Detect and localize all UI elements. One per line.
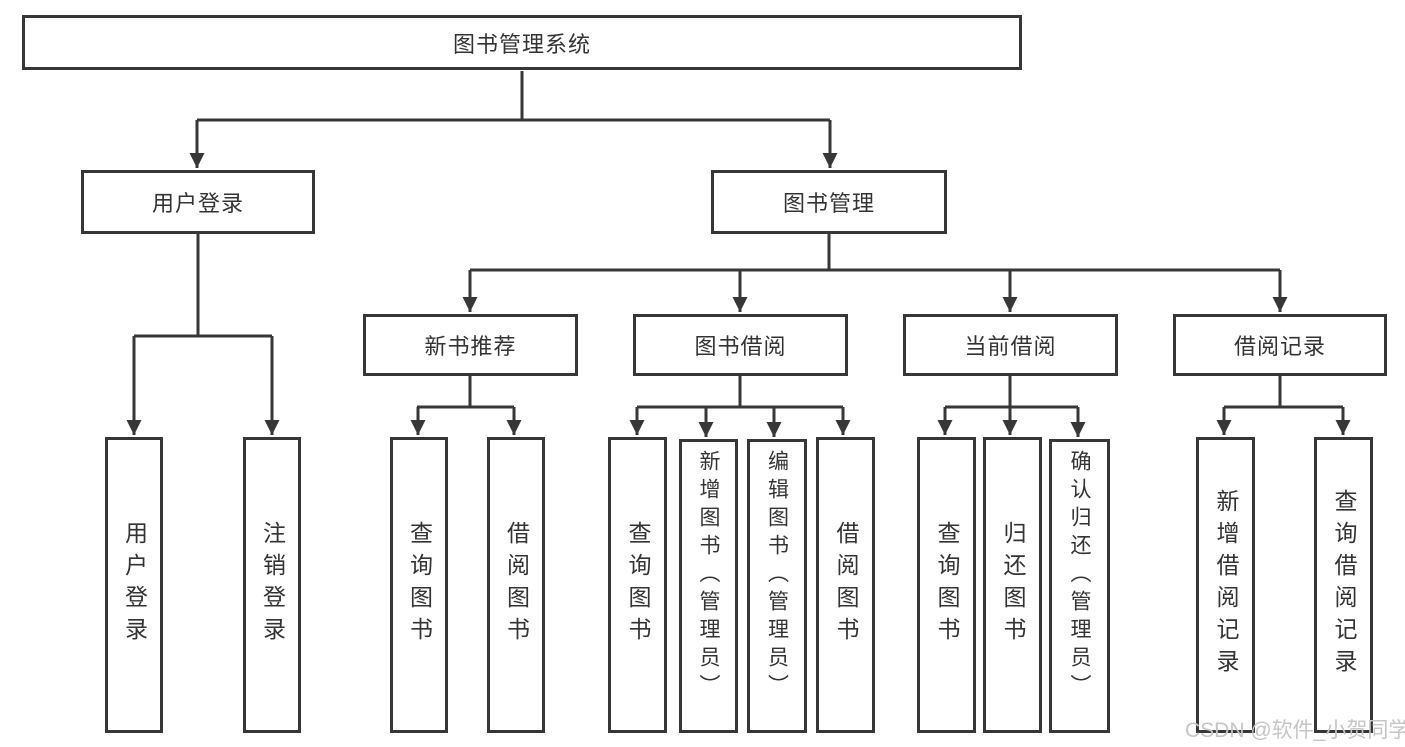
node-label: 图书借阅 <box>694 334 787 359</box>
node-label: 新增图书（管理员） <box>697 450 720 702</box>
node-label: 借阅图书 <box>503 521 530 649</box>
leaf-nbr-query-books: 查询图书 <box>390 437 448 733</box>
node-label: 查询图书 <box>406 521 433 649</box>
node-label: 新书推荐 <box>424 334 517 359</box>
leaf-logout: 注销登录 <box>243 437 301 733</box>
node-user-login: 用户登录 <box>81 170 315 234</box>
node-current-borrowing: 当前借阅 <box>903 314 1118 376</box>
node-label: 查询图书 <box>625 521 651 649</box>
leaf-cb-return-books: 归还图书 <box>983 437 1042 733</box>
node-label: 借阅图书 <box>833 521 859 649</box>
node-label: 新增借阅记录 <box>1213 489 1239 681</box>
leaf-nbr-borrow-books: 借阅图书 <box>487 437 545 733</box>
node-label: 用户登录 <box>121 521 148 649</box>
node-label: 确认归还（管理员） <box>1068 450 1091 702</box>
leaf-br-add-record: 新增借阅记录 <box>1196 437 1255 733</box>
csdn-watermark: CSDN @软件_小贺同学 <box>1185 719 1405 742</box>
leaf-bb-query-books: 查询图书 <box>608 437 667 733</box>
leaf-cb-query-books: 查询图书 <box>917 437 976 733</box>
leaf-cb-confirm-return: 确认归还（管理员） <box>1049 439 1110 733</box>
node-label: 图书管理 <box>782 191 875 216</box>
node-new-book-recommend: 新书推荐 <box>363 314 578 376</box>
leaf-bb-add-books: 新增图书（管理员） <box>679 439 738 733</box>
node-book-borrowing: 图书借阅 <box>633 314 848 376</box>
node-label: 查询图书 <box>934 521 960 649</box>
leaf-bb-borrow-books: 借阅图书 <box>816 437 875 733</box>
leaf-bb-edit-books: 编辑图书（管理员） <box>747 439 807 733</box>
node-label: 当前借阅 <box>964 334 1057 359</box>
leaf-user-login: 用户登录 <box>105 437 163 733</box>
node-label: 归还图书 <box>1000 521 1026 649</box>
node-label: 编辑图书（管理员） <box>765 450 789 702</box>
node-borrowing-records: 借阅记录 <box>1173 314 1387 376</box>
node-label: 用户登录 <box>151 191 244 216</box>
node-label: 查询借阅记录 <box>1331 489 1357 681</box>
leaf-br-query-record: 查询借阅记录 <box>1314 437 1373 733</box>
node-book-management: 图书管理 <box>711 170 947 234</box>
node-label: 借阅记录 <box>1233 334 1326 359</box>
node-label: 注销登录 <box>259 521 286 649</box>
node-label: 图书管理系统 <box>452 31 591 57</box>
node-root-system: 图书管理系统 <box>22 15 1022 70</box>
connector-lines <box>134 71 1343 409</box>
